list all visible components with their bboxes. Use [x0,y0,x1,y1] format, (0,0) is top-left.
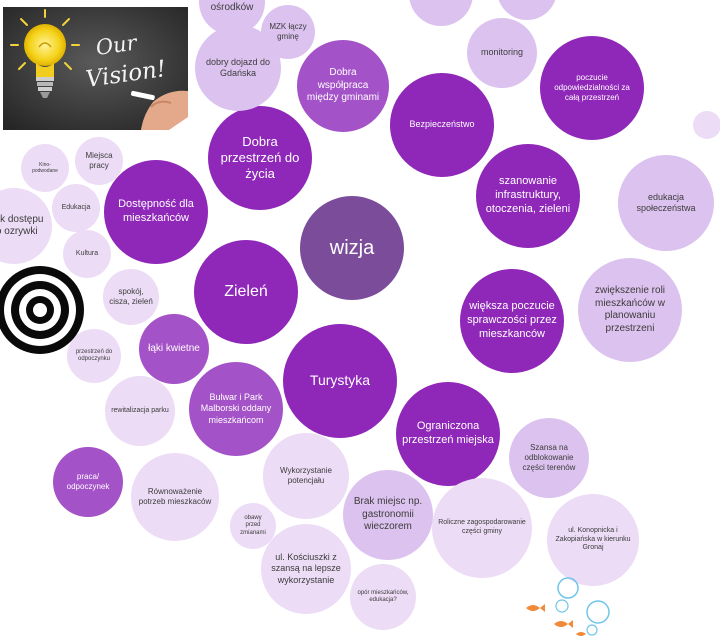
bubble-label: Równoważenie potrzeb mieszkaców [138,487,212,506]
bubble-miejsca-pracy: Miejsca pracy [75,137,123,185]
chalk-text-line-1: Our [94,30,140,60]
bubble-label: większa poczucie sprawczości przez miesz… [467,300,557,340]
lightbulb-chalkboard-illustration: Our Vision! [3,7,188,130]
bubble-kino: Kino- podwodane [21,144,69,192]
bubble-wieksza-poczucie: większa poczucie sprawczości przez miesz… [460,269,564,373]
bubble-zielen: Zieleń [194,240,298,344]
bubble-label: Kino- podwodane [32,161,58,174]
bubble-ograniczona: Ograniczona przestrzeń miejska [396,382,500,486]
bubble-dostepnosc: Dostępność dla mieszkańców [104,160,208,264]
bubble-dobra-wspolpraca: Dobra współpraca między gminami [297,40,389,132]
bubble-label: ul. Kościuszki z szansą na lepsze wykorz… [271,552,341,585]
bubble-zwiekszenie-roli: zwiększenie roli mieszkańców w planowani… [578,258,682,362]
bubble-mzk: MZK łączy gminę [261,5,315,59]
bubble-ul-konopnicka: ul. Konopnicka i Zakopiańska w kierunku … [547,494,639,586]
bubble-label: dobry dojazd do Gdańska [205,56,271,78]
bubble-edukacja: Edukacja [52,184,100,232]
bubble-label: monitoring [480,47,524,58]
hand-with-chalk [131,90,188,130]
bubble-poczucie-odpowiedzialnosci: poczucie odpowiedzialności za całą przes… [540,36,644,140]
bubble-label: Bulwar i Park Malborski oddany mieszkańc… [200,392,272,425]
bubble-wykorzystanie-potencjalu: Wykorzystanie potencjału [263,433,349,519]
bubble-label: Brak dostępu do ozrywki [0,213,44,238]
bubble-label: Dostępność dla mieszkańców [118,198,194,224]
bubble-label: MZK łączy gminę [269,22,307,41]
bubble-label: Szansa na odblokowanie części terenów [522,443,576,472]
bubble-obszarow-miasta: obszarów miasta [409,0,473,26]
bubble-brak-dostepu: Brak dostępu do ozrywki [0,188,52,264]
bubble-label: Ograniczona przestrzeń miejska [402,420,494,446]
bubble-label: Wykorzystanie potencjału [280,466,332,485]
bubble-ul-kosciuszki: ul. Kościuszki z szansą na lepsze wykorz… [261,524,351,614]
bubble-przestrzen-odpoczynku: przestrzeń do odpoczynku [67,329,121,383]
bubble-label: większych ośrodków [209,0,255,13]
bubble-label: edukacja społeczeństwa [636,191,696,213]
bubble-label: obawy przed zmianami [240,514,266,536]
bubble-top-right-partial [497,0,557,20]
bubble-szanowanie: szanowanie infrastruktury, otoczenia, zi… [476,144,580,248]
bubble-rewitalizacja: rewitalizacja parku [105,376,175,446]
bubble-dobry-dojazd: dobry dojazd do Gdańska [195,25,281,111]
bubble-opor: opór mieszkańców, edukacja? [350,564,416,630]
bubble-label: Edukacja [61,203,91,211]
bubble-label: wizja [329,236,375,259]
bubble-praca-odpoczynek: praca/ odpoczynek [53,447,123,517]
bubble-roliczne: Roliczne zagospodarowanie części gminy [432,478,532,578]
bubble-label: przestrzeń do odpoczynku [75,348,113,363]
our-vision-photo: Our Vision! [3,7,188,130]
bubble-label: praca/ odpoczynek [66,472,110,491]
bubble-label: Kultura [75,249,99,257]
bubble-label: rewitalizacja parku [111,406,169,414]
bubble-szansa: Szansa na odblokowanie części terenów [509,418,589,498]
bubble-kultura: Kultura [63,230,111,278]
bubble-turystyka: Turystyka [283,324,397,438]
bubble-label: Miejsca pracy [85,151,113,170]
bubble-dobra-przestrzen: Dobra przestrzeń do życia [208,106,312,210]
bubble-monitoring: monitoring [467,18,537,88]
bubble-label: Bezpieczeństwo [409,119,475,130]
bubble-label: szanowanie infrastruktury, otoczenia, zi… [485,175,571,215]
bubble-rownowazenie: Równoważenie potrzeb mieszkaców [131,453,219,541]
bubble-spokoj: spokój, cisza, zieleń [103,269,159,325]
bubble-label: Zieleń [224,283,268,300]
bubble-tiny-right [693,111,720,139]
bubble-label: Dobra przestrzeń do życia [220,133,300,182]
bubble-label: poczucie odpowiedzialności za całą przes… [554,73,630,102]
bubble-label: spokój, cisza, zieleń [109,287,153,306]
bubble-label: łąki kwietne [148,342,200,354]
bubble-label: ul. Konopnicka i Zakopiańska w kierunku … [555,526,631,552]
bubble-label: Brak miejsc np. gastronomii wieczorem [353,496,423,533]
bubble-laki-kwietne: łąki kwietne [139,314,209,384]
bubble-obawy: obawy przed zmianami [230,503,276,549]
bubble-label: obszarów miasta [415,0,467,3]
lightbulb-icon [10,9,80,98]
bubble-edukacja-spoleczenstwa: edukacja społeczeństwa [618,155,714,251]
bubble-bezpieczenstwo: Bezpieczeństwo [390,73,494,177]
bubble-label: Dobra współpraca między gminami [306,67,380,104]
bubble-brak-miejsc: Brak miejsc np. gastronomii wieczorem [343,470,433,560]
bubble-label: Roliczne zagospodarowanie części gminy [438,519,526,535]
bubble-bulwar: Bulwar i Park Malborski oddany mieszkańc… [189,362,283,456]
bubble-label: zwiększenie roli mieszkańców w planowani… [594,285,666,334]
bubble-wizja: wizja [300,196,404,300]
target-icon [0,266,84,354]
bubble-label: opór mieszkańców, edukacja? [357,589,409,604]
fish-doodle-icon [526,577,610,636]
bubble-label: Turystyka [309,372,371,389]
